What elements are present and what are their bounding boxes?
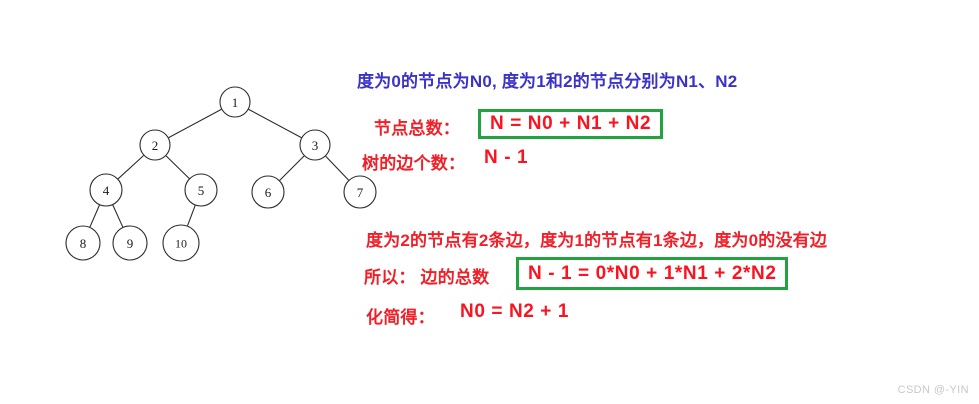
- tree-node-2: 2: [139, 129, 171, 161]
- tree-edge-n3-n6: [279, 155, 305, 181]
- simplify-label: 化简得：: [366, 308, 435, 327]
- tree-edge-n3-n7: [325, 155, 349, 181]
- tree-node-label-3: 3: [312, 138, 319, 153]
- tree-edge-n1-n3: [248, 108, 302, 139]
- tree-node-label-5: 5: [198, 183, 205, 198]
- tree-node-label-6: 6: [265, 185, 272, 200]
- tree-node-circle-5: [184, 173, 218, 207]
- tree-node-circle-10: [162, 224, 200, 262]
- tree-node-circle-2: [139, 129, 171, 161]
- tree-node-circle-7: [343, 175, 377, 209]
- tree-edge-n1-n2: [168, 108, 222, 139]
- tree-node-label-4: 4: [103, 183, 110, 198]
- tree-svg: 1 2 3 4 5 6 7 8 9 10: [65, 86, 377, 262]
- heading-degree-definition: 度为0的节点为N0, 度为1和2的节点分别为N1、N2: [357, 72, 738, 91]
- tree-diagram: 1 2 3 4 5 6 7 8 9 10: [50, 75, 390, 280]
- tree-node-circle-8: [65, 225, 101, 261]
- tree-edge-group: [89, 108, 349, 228]
- tree-node-9: 9: [112, 225, 148, 261]
- total-nodes-label: 节点总数：: [374, 119, 460, 138]
- tree-node-circle-3: [299, 129, 331, 161]
- tree-node-circle-9: [112, 225, 148, 261]
- tree-node-label-10: 10: [175, 237, 187, 251]
- tree-node-10: 10: [162, 224, 200, 262]
- tree-node-5: 5: [184, 173, 218, 207]
- tree-node-circle-4: [89, 173, 123, 207]
- tree-node-circle-1: [219, 86, 251, 118]
- tree-node-circle-6: [251, 175, 285, 209]
- tree-edge-n5-n10: [187, 205, 196, 226]
- tree-edge-n4-n8: [89, 204, 100, 228]
- total-nodes-formula-box: N = N0 + N1 + N2: [478, 109, 664, 139]
- degree-explanation-line: 度为2的节点有2条边，度为1的节点有1条边，度为0的没有边: [366, 231, 828, 250]
- tree-node-label-1: 1: [232, 95, 239, 110]
- total-nodes-formula-text: N = N0 + N1 + N2: [490, 113, 652, 134]
- tree-node-label-7: 7: [357, 185, 364, 200]
- tree-node-label-9: 9: [127, 236, 134, 251]
- tree-edge-n2-n5: [165, 155, 190, 179]
- tree-edge-n2-n4: [117, 155, 144, 180]
- tree-node-7: 7: [343, 175, 377, 209]
- tree-node-4: 4: [89, 173, 123, 207]
- tree-node-label-2: 2: [152, 138, 159, 153]
- tree-node-label-8: 8: [80, 236, 87, 251]
- csdn-watermark: CSDN @-YIN: [897, 384, 969, 396]
- tree-node-1: 1: [219, 86, 251, 118]
- therefore-formula-text: N - 1 = 0*N0 + 1*N1 + 2*N2: [528, 262, 777, 284]
- tree-node-6: 6: [251, 175, 285, 209]
- tree-node-3: 3: [299, 129, 331, 161]
- tree-node-group: 1 2 3 4 5 6 7 8 9 10: [65, 86, 377, 262]
- therefore-formula-box: N - 1 = 0*N0 + 1*N1 + 2*N2: [516, 257, 789, 290]
- tree-node-8: 8: [65, 225, 101, 261]
- simplify-formula: N0 = N2 + 1: [460, 301, 570, 322]
- edge-count-formula: N - 1: [484, 147, 529, 168]
- edge-count-label: 树的边个数：: [362, 154, 466, 173]
- therefore-label: 所以： 边的总数: [364, 268, 490, 287]
- tree-edge-n4-n9: [112, 204, 124, 228]
